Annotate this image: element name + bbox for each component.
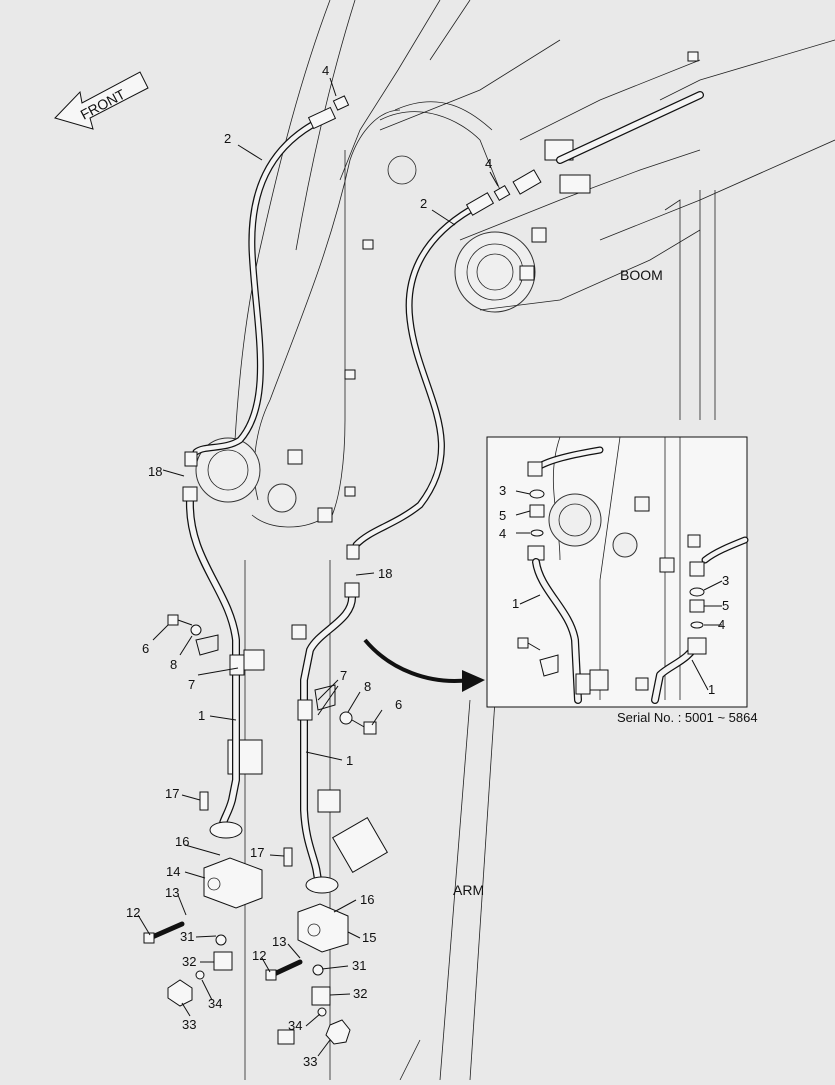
boom-structure [195,0,835,528]
cap-left [167,970,205,1007]
clamp-right [291,624,336,721]
serial-label: Serial No. : 5001 ~ 5864 [617,710,758,725]
pipe-left [182,451,243,839]
arm-structure [227,560,496,1081]
adapter-top-right [465,169,542,216]
callout-12: 12 [252,948,266,963]
callout-14: 14 [166,864,180,879]
inset-callout-1: 1 [512,596,519,611]
boom-label: BOOM [620,267,663,283]
callout-13: 13 [165,885,179,900]
callout-6: 6 [142,641,149,656]
bolt-17-right [283,847,293,867]
callout-31: 31 [352,958,366,973]
callout-32: 32 [353,986,367,1001]
callout-1: 1 [346,753,353,768]
callout-4: 4 [322,63,329,78]
inset-callout-4: 4 [718,617,725,632]
callouts: 4 2 4 2 18 18 6 8 7 1 7 8 6 1 17 16 14 1… [126,63,729,1069]
block-left [203,857,263,909]
bolt-12-left [143,921,185,944]
inset-callout-4: 4 [499,526,506,541]
front-label: FRONT [78,86,128,123]
callout-7: 7 [340,668,347,683]
inset-callout-5: 5 [722,598,729,613]
hose-right [352,206,474,549]
callout-18: 18 [378,566,392,581]
callout-12: 12 [126,905,140,920]
callout-18: 18 [148,464,162,479]
elbow-right [311,964,331,1006]
callout-8: 8 [364,679,371,694]
hose-left [192,121,316,456]
callout-31: 31 [180,929,194,944]
clamp-left [195,634,265,676]
callout-33: 33 [182,1017,196,1032]
bolt-6-left [167,614,202,636]
callout-16: 16 [175,834,189,849]
cap-right [317,1007,351,1045]
callout-17: 17 [250,845,264,860]
arm-label: ARM [453,882,484,898]
callout-17: 17 [165,786,179,801]
callout-8: 8 [170,657,177,672]
boom-pipe-bracket [544,91,704,194]
callout-6: 6 [395,697,402,712]
front-arrow-icon: FRONT [54,71,149,130]
inset-detail-box: Serial No. : 5001 ~ 5864 [486,436,758,725]
block-right [297,903,349,953]
callout-15: 15 [362,930,376,945]
inset-callout-3: 3 [499,483,506,498]
callout-33: 33 [303,1054,317,1069]
leader-lines [137,77,499,1057]
elbow-left [213,934,233,971]
inset-callout-5: 5 [499,508,506,523]
callout-1: 1 [198,708,205,723]
detail-pointer-arrow [363,638,485,692]
callout-2: 2 [224,131,231,146]
callout-32: 32 [182,954,196,969]
callout-13: 13 [272,934,286,949]
bolt-17-left [199,791,209,811]
callout-7: 7 [188,677,195,692]
callout-16: 16 [360,892,374,907]
inset-callout-1: 1 [708,682,715,697]
bolt-12-right [265,959,303,981]
callout-2: 2 [420,196,427,211]
inset-callout-3: 3 [722,573,729,588]
callout-4: 4 [485,156,492,171]
adapter-top-left [307,95,350,130]
callout-34: 34 [208,996,222,1011]
bolt-6-right [339,711,377,735]
callout-34: 34 [288,1018,302,1033]
pipe-right [300,544,360,894]
